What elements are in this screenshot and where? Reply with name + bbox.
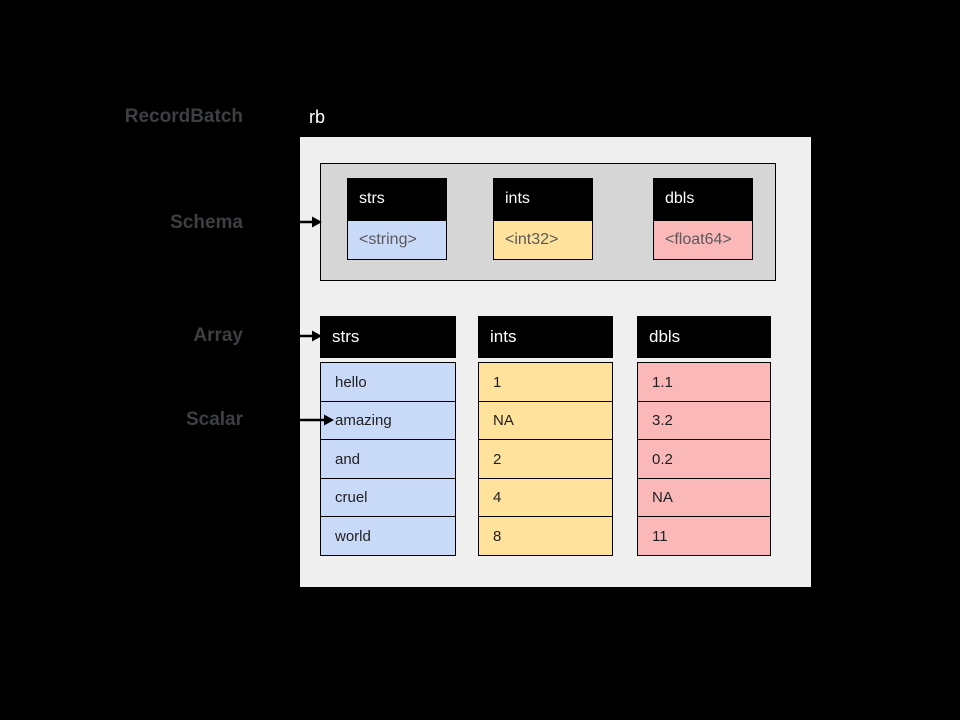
array-cell: 8: [478, 516, 613, 556]
array-column-strs: strs hello amazing and cruel world: [320, 316, 456, 556]
array-cell: amazing: [320, 400, 456, 441]
array-cell: and: [320, 439, 456, 479]
schema-field-strs: strs <string>: [347, 178, 447, 260]
schema-field-type: <float64>: [653, 220, 753, 260]
schema-field-dbls: dbls <float64>: [653, 178, 753, 260]
schema-field-type: <string>: [347, 220, 447, 260]
array-cells: hello amazing and cruel world: [320, 362, 456, 556]
array-column-ints: ints 1 NA 2 4 8: [478, 316, 613, 556]
array-header: dbls: [637, 316, 771, 358]
array-header: strs: [320, 316, 456, 358]
schema-field-type: <int32>: [493, 220, 593, 260]
label-array: Array: [193, 325, 243, 346]
label-schema: Schema: [170, 212, 243, 233]
schema-field-ints: ints <int32>: [493, 178, 593, 260]
array-header: ints: [478, 316, 613, 358]
array-cell: 4: [478, 477, 613, 518]
array-cells: 1 NA 2 4 8: [478, 362, 613, 556]
schema-field-name: dbls: [653, 178, 753, 220]
array-cell: hello: [320, 362, 456, 402]
rb-variable-label: rb: [309, 107, 326, 127]
label-recordbatch: RecordBatch: [124, 106, 243, 127]
array-cell: 3.2: [637, 400, 771, 441]
array-cells: 1.1 3.2 0.2 NA 11: [637, 362, 771, 556]
array-cell: 1.1: [637, 362, 771, 402]
array-cell: world: [320, 516, 456, 556]
label-scalar: Scalar: [185, 409, 243, 430]
array-cell: NA: [637, 477, 771, 518]
array-cell: 2: [478, 439, 613, 479]
array-cell: cruel: [320, 477, 456, 518]
schema-field-name: ints: [493, 178, 593, 220]
array-column-dbls: dbls 1.1 3.2 0.2 NA 11: [637, 316, 771, 556]
schema-field-name: strs: [347, 178, 447, 220]
array-cell: 0.2: [637, 439, 771, 479]
array-cell: 11: [637, 516, 771, 556]
array-cell: 1: [478, 362, 613, 402]
array-cell: NA: [478, 400, 613, 441]
